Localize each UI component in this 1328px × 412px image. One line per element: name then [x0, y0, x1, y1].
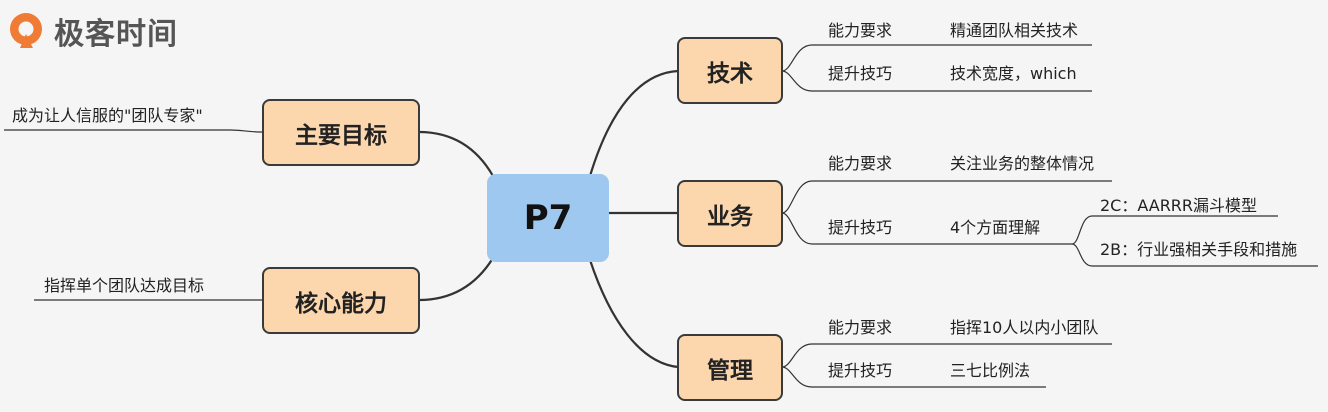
tech-improve-value: 技术宽度，which [950, 64, 1077, 83]
mgmt-requirement-value: 指挥10人以内小团队 [950, 318, 1099, 337]
topic-business: 业务 [677, 180, 783, 247]
biz-improve-label: 提升技巧 [828, 218, 893, 237]
logo-text: 极客时间 [54, 17, 178, 52]
biz-improve-value: 4个方面理解 [950, 218, 1041, 237]
topic-core-ability: 核心能力 [262, 267, 420, 334]
goal-note: 成为让人信服的"团队专家" [12, 106, 203, 125]
tech-improve-label: 提升技巧 [828, 64, 893, 83]
biz-requirement-value: 关注业务的整体情况 [950, 154, 1095, 173]
geektime-logo-icon [10, 13, 42, 48]
topic-management: 管理 [677, 334, 783, 401]
tech-requirement-value: 精通团队相关技术 [950, 21, 1079, 40]
mgmt-requirement-label: 能力要求 [828, 318, 893, 337]
tech-requirement-label: 能力要求 [828, 21, 893, 40]
topic-tech: 技术 [677, 37, 783, 104]
biz-sub-2b: 2B：行业强相关手段和措施 [1100, 240, 1298, 259]
center-node-p7: P7 [487, 174, 609, 262]
mgmt-improve-value: 三七比例法 [950, 361, 1031, 380]
biz-sub-2c: 2C：AARRR漏斗模型 [1100, 196, 1258, 215]
logo: 极客时间 [6, 10, 178, 52]
topic-main-goal: 主要目标 [262, 99, 420, 166]
biz-requirement-label: 能力要求 [828, 154, 893, 173]
ability-note: 指挥单个团队达成目标 [44, 276, 205, 295]
mgmt-improve-label: 提升技巧 [828, 361, 893, 380]
